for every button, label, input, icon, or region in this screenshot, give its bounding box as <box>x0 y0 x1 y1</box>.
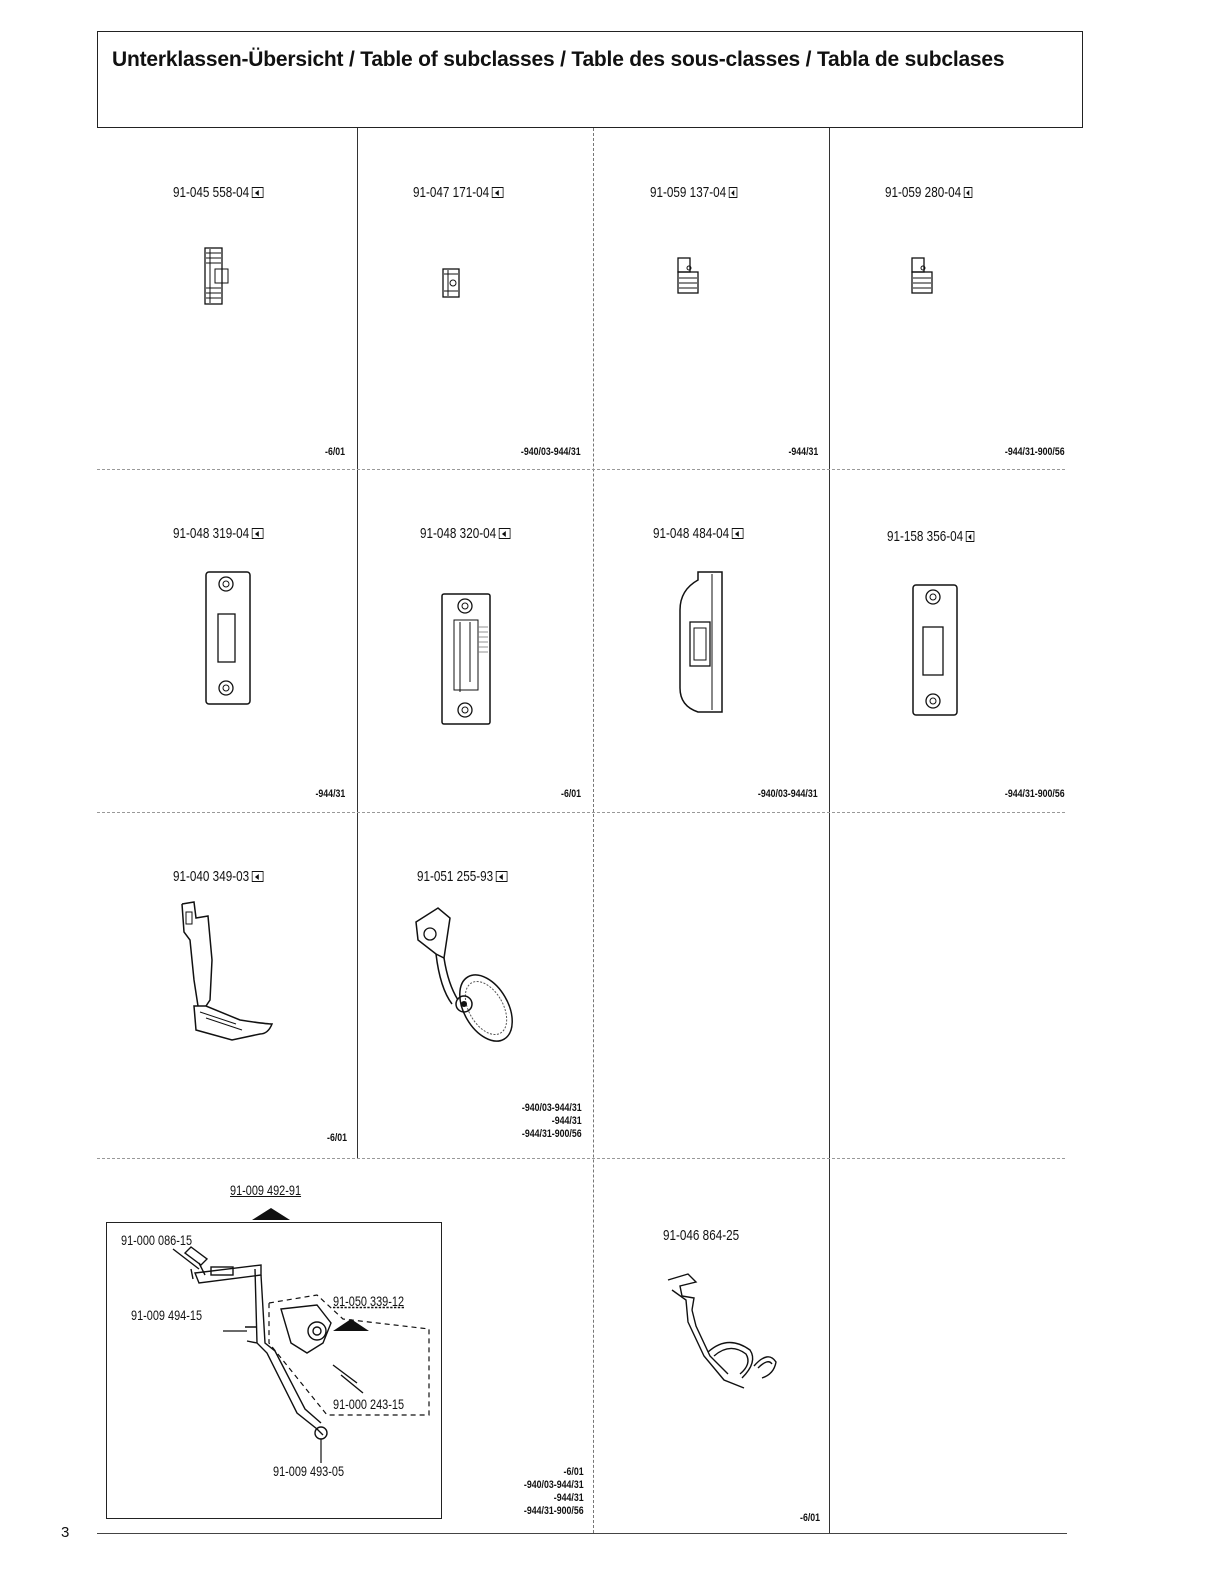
assembly-part-number: 91-009 492-91 <box>230 1182 302 1198</box>
subclass-label: -6/01 <box>324 446 345 458</box>
part-number: 91-045 558-04 <box>173 184 264 201</box>
subclass-label: -6/01 <box>560 788 581 800</box>
part-number: 91-048 319-04 <box>173 525 264 542</box>
left-arrow-badge-icon <box>963 187 973 198</box>
part-number: 91-047 171-04 <box>413 184 504 201</box>
needle-plate-image <box>441 593 491 725</box>
part-label-clamp: 91-050 339-12 <box>333 1293 405 1309</box>
part-label-screw: 91-000 086-15 <box>121 1232 193 1248</box>
subclass-label: -944/31-900/56 <box>1005 446 1065 458</box>
column-divider <box>593 128 594 1533</box>
part-number: 91-059 280-04 <box>885 184 973 201</box>
row-divider <box>97 469 1065 470</box>
bottom-rule <box>97 1533 1067 1534</box>
subclass-label: -944/31-900/56 <box>1005 788 1065 800</box>
part-label-guide: 91-009 493-05 <box>273 1463 345 1479</box>
page-title: Unterklassen-Übersicht / Table of subcla… <box>112 48 1005 71</box>
column-divider <box>357 128 358 1158</box>
part-label-clamp-screw: 91-000 243-15 <box>333 1396 405 1412</box>
part-label-bracket: 91-009 494-15 <box>131 1307 203 1323</box>
triangle-marker-icon <box>252 1208 290 1220</box>
subclass-label: -944/31 <box>788 446 818 458</box>
part-number: 91-048 320-04 <box>420 525 511 542</box>
title-box: Unterklassen-Übersicht / Table of subcla… <box>97 31 1083 128</box>
left-arrow-badge-icon <box>251 528 264 539</box>
feed-dog-image <box>442 268 460 298</box>
left-arrow-badge-icon <box>251 871 264 882</box>
feed-dog-image <box>204 247 229 305</box>
subclass-label: -6/01 <box>326 1132 347 1144</box>
part-number: 91-040 349-03 <box>173 868 264 885</box>
subclass-label: -940/03-944/31 <box>758 788 818 800</box>
column-divider <box>829 128 830 1533</box>
left-arrow-badge-icon <box>491 187 504 198</box>
left-arrow-badge-icon <box>498 528 511 539</box>
edge-guide-roller-image <box>415 907 513 1042</box>
left-arrow-badge-icon <box>728 187 738 198</box>
part-number: 91-059 137-04 <box>650 184 738 201</box>
left-arrow-badge-icon <box>965 531 975 542</box>
needle-plate-image <box>679 571 723 713</box>
part-number: 91-046 864-25 <box>663 1227 740 1244</box>
feed-dog-image <box>911 257 933 294</box>
subclass-label: -6/01 <box>799 1512 820 1524</box>
subclass-label: -6/01 -940/03-944/31 -944/31 -944/31-900… <box>524 1466 584 1517</box>
thread-guide-image <box>667 1273 777 1389</box>
subclass-label: -940/03-944/31 -944/31 -944/31-900/56 <box>522 1102 582 1140</box>
feed-dog-image <box>677 257 699 294</box>
needle-plate-image <box>912 584 958 716</box>
row-divider <box>97 1158 1065 1159</box>
presser-foot-image <box>181 901 274 1041</box>
part-number: 91-048 484-04 <box>653 525 744 542</box>
part-number: 91-051 255-93 <box>417 868 508 885</box>
left-arrow-badge-icon <box>495 871 508 882</box>
row-divider <box>97 812 1065 813</box>
left-arrow-badge-icon <box>731 528 744 539</box>
left-arrow-badge-icon <box>251 187 264 198</box>
part-number: 91-158 356-04 <box>887 528 975 545</box>
page-number: 3 <box>61 1524 70 1541</box>
assembly-drawing <box>172 1246 430 1463</box>
subclass-label: -944/31 <box>315 788 345 800</box>
subclass-label: -940/03-944/31 <box>521 446 581 458</box>
needle-plate-image <box>205 571 251 705</box>
assembly-inset: 91-000 086-15 91-009 494-15 91-050 339-1… <box>106 1222 442 1519</box>
